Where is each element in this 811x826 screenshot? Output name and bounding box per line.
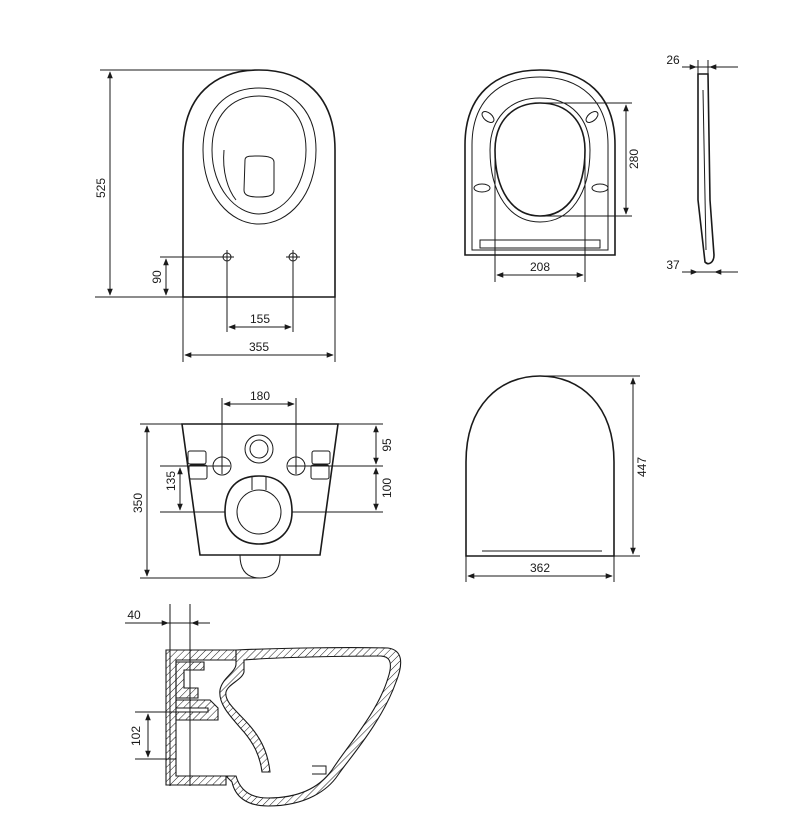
seat-profile	[697, 73, 715, 265]
outlet-inner	[236, 489, 282, 535]
seat-outline-inner	[471, 76, 609, 251]
inlet-outer	[244, 434, 274, 464]
section-bowl-shell	[219, 647, 402, 807]
dim-label-155: 155	[250, 312, 270, 326]
lid-view: 447 362	[465, 375, 649, 582]
outlet-web	[251, 477, 267, 490]
outlet-rear	[224, 475, 293, 545]
seat-opening-outer	[489, 97, 591, 223]
inlet-inner	[249, 439, 269, 459]
bowl-inner-line	[211, 95, 307, 215]
seat-hinge-bar	[479, 239, 601, 249]
section-rim-step	[312, 765, 327, 775]
dim-label-280: 280	[627, 149, 641, 169]
rear-slot-r2	[310, 464, 330, 480]
rear-foot	[239, 554, 281, 579]
dim-label-355: 355	[249, 340, 269, 354]
rear-slot-l2	[188, 464, 208, 480]
bowl-inner-curve	[223, 149, 237, 201]
dim-label-525: 525	[94, 178, 108, 198]
seat-opening	[494, 102, 586, 217]
seat-bumper-tl	[481, 111, 495, 123]
dim-label-362: 362	[530, 561, 550, 575]
bowl-outline-top	[182, 69, 336, 298]
dim-label-37: 37	[666, 258, 680, 272]
seat-outline	[464, 69, 616, 256]
section-inlet	[175, 661, 205, 699]
dim-label-95: 95	[380, 438, 394, 452]
fix-hole-left	[220, 250, 234, 264]
dim-label-102: 102	[129, 726, 143, 746]
top-view: 525 90 155 355	[94, 69, 336, 362]
dim-label-447: 447	[635, 457, 649, 477]
seat-bumper-tr	[585, 111, 599, 123]
lid-outline	[465, 375, 615, 557]
bowl-rim-inner	[202, 87, 317, 225]
dim-label-350: 350	[131, 493, 145, 513]
rear-body-outline	[181, 423, 339, 556]
seat-bumper-br	[591, 183, 609, 193]
dim-label-208: 208	[530, 260, 550, 274]
rear-slot-r1	[311, 450, 331, 465]
section-outlet-flange	[175, 699, 219, 721]
dim-label-180: 180	[250, 389, 270, 403]
seat-bumper-bl	[473, 183, 491, 193]
dim-label-135: 135	[164, 471, 178, 491]
rear-slot-l1	[187, 450, 207, 465]
dim-label-100: 100	[380, 478, 394, 498]
fix-hole-right	[286, 250, 300, 264]
dim-label-26: 26	[666, 53, 680, 67]
dim-label-40: 40	[127, 608, 141, 622]
rear-view: 180 350 135 95 100	[131, 389, 394, 579]
seat-side-view: 26 37	[666, 53, 738, 275]
seat-view: 280 208	[464, 69, 641, 282]
drain-top	[243, 155, 275, 198]
side-section-view: 40 102	[125, 604, 402, 807]
dim-label-90: 90	[150, 270, 164, 284]
